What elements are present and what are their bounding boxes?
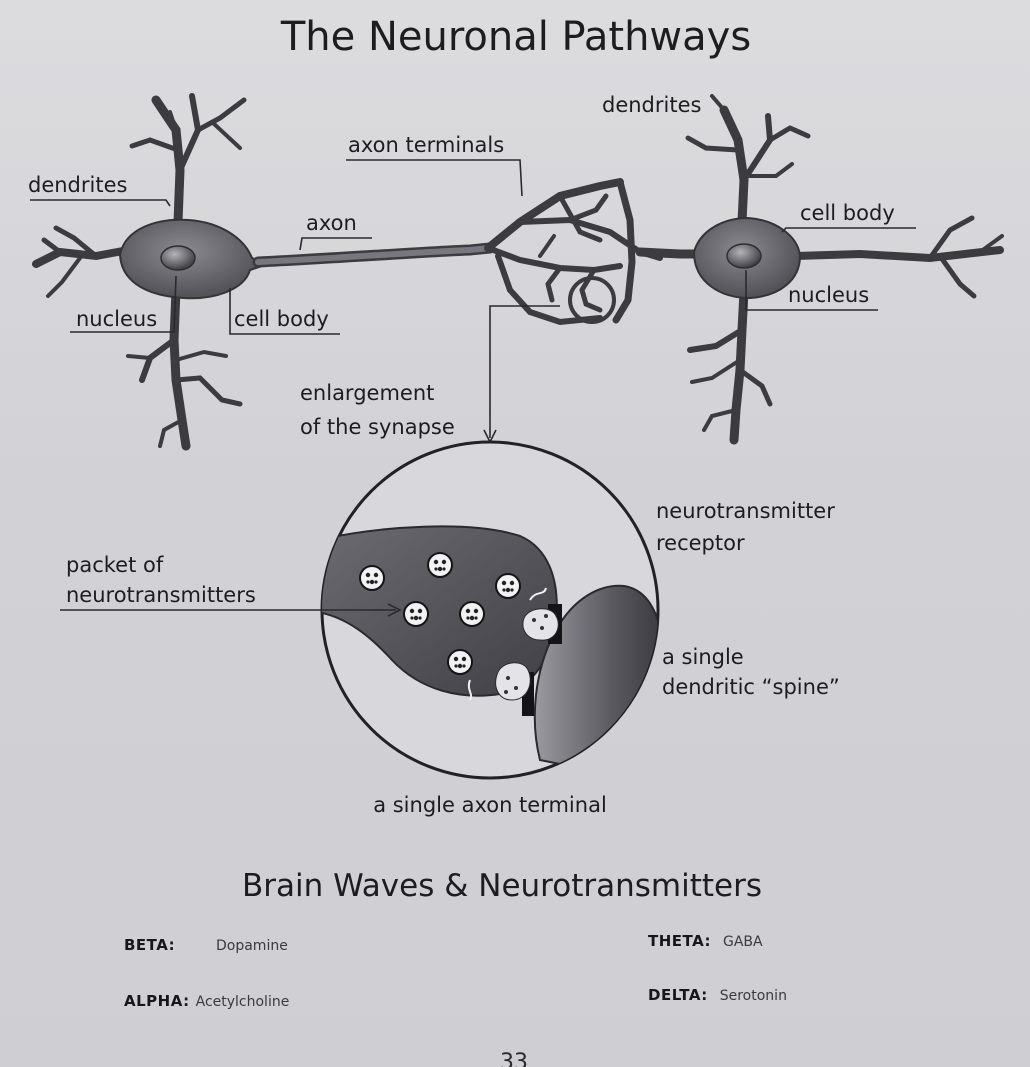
label-receptor-line1: neurotransmitter: [656, 499, 835, 523]
label-left-dendrites: dendrites: [28, 173, 127, 197]
right-neuron: [685, 94, 1004, 445]
label-spine-line1: a single: [662, 645, 744, 669]
label-spine-line2: dendritic “spine”: [662, 675, 840, 699]
label-left-nucleus: nucleus: [76, 307, 157, 331]
left-side-dendrites: [32, 225, 132, 298]
right-lower-dendrites: [687, 287, 773, 445]
label-axon: axon: [306, 211, 357, 235]
left-upper-dendrites: [129, 93, 247, 227]
left-neuron: [32, 93, 263, 451]
label-enlargement-line2: of the synapse: [300, 415, 455, 439]
vesicle: [427, 552, 453, 578]
vesicle: [447, 649, 473, 675]
label-receptor-line2: receptor: [656, 531, 745, 555]
label-axon-terminals: axon terminals: [348, 133, 504, 157]
label-packet-line2: neurotransmitters: [66, 583, 256, 607]
left-nucleus: [160, 245, 196, 271]
vesicle: [403, 601, 429, 627]
right-nucleus: [726, 243, 762, 269]
label-right-nucleus: nucleus: [788, 283, 869, 307]
page-number: 33: [500, 1050, 528, 1067]
label-left-cell-body: cell body: [234, 307, 329, 331]
label-single-axon-terminal: a single axon terminal: [373, 793, 607, 817]
axon-terminals: [484, 178, 705, 326]
section-subtitle: Brain Waves & Neurotransmitters: [242, 868, 762, 904]
label-right-cell-body: cell body: [800, 201, 895, 225]
page-title: The Neuronal Pathways: [280, 14, 751, 60]
vesicle: [359, 565, 385, 591]
vesicle: [495, 573, 521, 599]
right-upper-dendrites: [685, 94, 811, 227]
label-right-dendrites: dendrites: [602, 93, 701, 117]
vesicle: [459, 601, 485, 627]
label-enlargement-line1: enlargement: [300, 381, 434, 405]
right-side-dendrites: [792, 215, 1004, 299]
label-packet-line1: packet of: [66, 553, 164, 577]
